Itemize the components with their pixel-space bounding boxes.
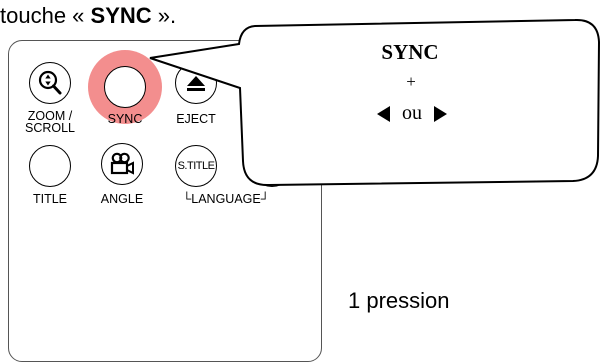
speech-bubble bbox=[149, 18, 600, 187]
instruction-prefix: touche « bbox=[0, 3, 91, 28]
eject-icon bbox=[187, 76, 205, 91]
language-label: └LANGUAGE┘ bbox=[182, 192, 270, 206]
instruction-text: touche « SYNC ». bbox=[0, 3, 176, 29]
title-button[interactable] bbox=[29, 145, 71, 187]
right-arrow-icon bbox=[434, 105, 447, 122]
sync-button[interactable] bbox=[104, 66, 146, 108]
title-label: TITLE bbox=[32, 192, 68, 206]
bubble-title: SYNC bbox=[381, 40, 439, 64]
left-arrow-icon bbox=[377, 105, 390, 122]
zoom-magnifier-icon bbox=[38, 70, 62, 95]
angle-button[interactable] bbox=[101, 143, 143, 185]
zoom-scroll-button[interactable] bbox=[29, 62, 71, 104]
camera-angle-icon bbox=[110, 152, 134, 175]
subtitle-glyph: S.TITLE bbox=[177, 160, 215, 172]
press-count: 1 pression bbox=[348, 288, 450, 313]
bubble-or-word: ou bbox=[402, 102, 422, 124]
bubble-arrow-row: ou bbox=[377, 102, 447, 125]
instruction-key: SYNC bbox=[90, 3, 152, 28]
zoom-scroll-label: ZOOM / SCROLL bbox=[24, 109, 76, 135]
instruction-suffix: ». bbox=[151, 3, 177, 28]
bubble-plus: + bbox=[406, 72, 416, 91]
eject-label: EJECT bbox=[176, 112, 216, 126]
sync-label: SYNC bbox=[107, 112, 143, 126]
subtitle-button[interactable]: S.TITLE bbox=[175, 145, 217, 187]
angle-label: ANGLE bbox=[100, 192, 144, 206]
